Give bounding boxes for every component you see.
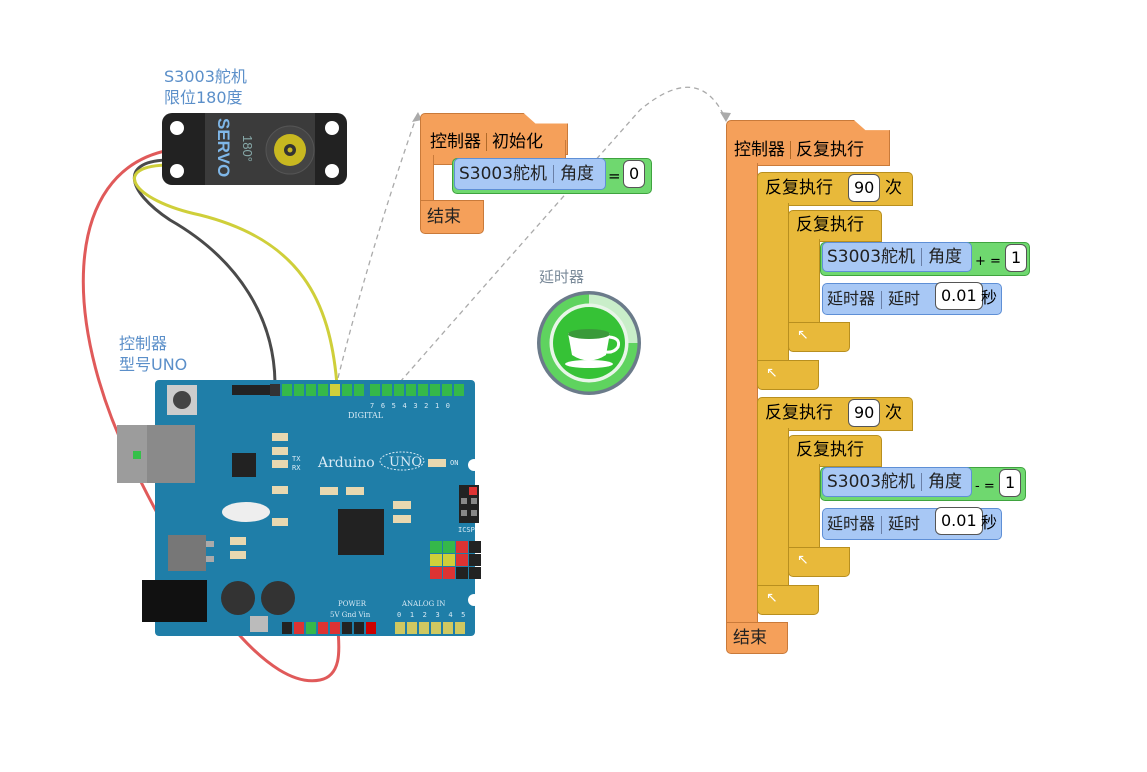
servo-label-name: S3003舵机 (164, 67, 247, 86)
controller-label: 控制器 型号UNO (119, 333, 187, 375)
servo-label: S3003舵机 限位180度 (164, 66, 247, 108)
servo-inc-value[interactable]: 1 (1005, 244, 1028, 272)
delay-2-value[interactable]: 0.01 (935, 507, 983, 535)
servo-inc-name: S3003舵机 (827, 247, 916, 267)
delay-label: 延时器 (539, 268, 585, 286)
connector-loop-arrow (720, 112, 731, 122)
wire-yellow (133, 163, 339, 386)
loop-end: 结束 (726, 622, 788, 654)
loop-header-loop: 反复执行 (796, 140, 864, 160)
delay-1-action: 延时 (888, 289, 921, 308)
loop-header-controller: 控制器 (734, 140, 785, 160)
repeat-1-inner-foot: ↖ (788, 322, 850, 352)
repeat-1-inner-label: 反复执行 (796, 215, 864, 235)
loop-end-text: 结束 (733, 628, 767, 648)
init-angle-value[interactable]: 0 (623, 160, 646, 188)
init-servo-block[interactable]: S3003舵机角度 (454, 158, 606, 190)
servo-dec-angle: 角度 (928, 472, 963, 492)
servo-inc-op: + = (975, 254, 1001, 269)
controller-label-name: 控制器 (119, 334, 168, 353)
connector-loop (399, 86, 727, 383)
repeat-2-count[interactable]: 90 (848, 399, 881, 427)
connector-init (337, 111, 419, 379)
connector-init-arrow (412, 112, 422, 122)
delay-1-device: 延时器 (827, 289, 876, 308)
servo-dec-op: - = (975, 479, 995, 494)
repeat-2-times: 次 (885, 403, 902, 423)
delay-2-unit: 秒 (981, 513, 998, 532)
init-header: 控制器初始化 (430, 132, 543, 152)
loop-back-arrow-icon: ↖ (797, 552, 809, 568)
loop-back-arrow-icon: ↖ (766, 365, 778, 381)
repeat-2-label: 反复执行 (765, 403, 833, 423)
delay-2-device: 延时器 (827, 514, 876, 533)
init-header-setup: 初始化 (492, 132, 543, 152)
servo-inc-block[interactable]: S3003舵机角度 (822, 242, 972, 272)
delay-1-value[interactable]: 0.01 (935, 282, 983, 310)
controller-label-model: 型号UNO (119, 355, 188, 374)
wire-red (81, 148, 341, 683)
repeat-1-foot: ↖ (757, 360, 819, 390)
delay-2-action: 延时 (888, 514, 921, 533)
loop-header: 控制器反复执行 (734, 140, 864, 160)
repeat-2-foot: ↖ (757, 585, 819, 615)
servo-inc-angle: 角度 (928, 247, 963, 267)
loop-back-arrow-icon: ↖ (797, 327, 809, 343)
servo-label-limit: 限位180度 (164, 88, 243, 107)
delay-1-unit: 秒 (981, 288, 998, 307)
loop-back-arrow-icon: ↖ (766, 590, 778, 606)
repeat-1-count[interactable]: 90 (848, 174, 881, 202)
servo-dec-name: S3003舵机 (827, 472, 916, 492)
servo-dec-value[interactable]: 1 (999, 469, 1022, 497)
init-end-text: 结束 (427, 207, 461, 227)
repeat-1-label: 反复执行 (765, 178, 833, 198)
repeat-2-inner-label: 反复执行 (796, 440, 864, 460)
init-end: 结束 (420, 200, 484, 234)
repeat-1-times: 次 (885, 178, 902, 198)
init-servo-angle: 角度 (560, 164, 595, 184)
servo-dec-block[interactable]: S3003舵机角度 (822, 467, 972, 497)
init-servo-name: S3003舵机 (459, 164, 548, 184)
wire-dark (132, 158, 277, 386)
repeat-2-inner-foot: ↖ (788, 547, 850, 577)
init-op: = (608, 167, 621, 185)
init-header-controller: 控制器 (430, 132, 481, 152)
